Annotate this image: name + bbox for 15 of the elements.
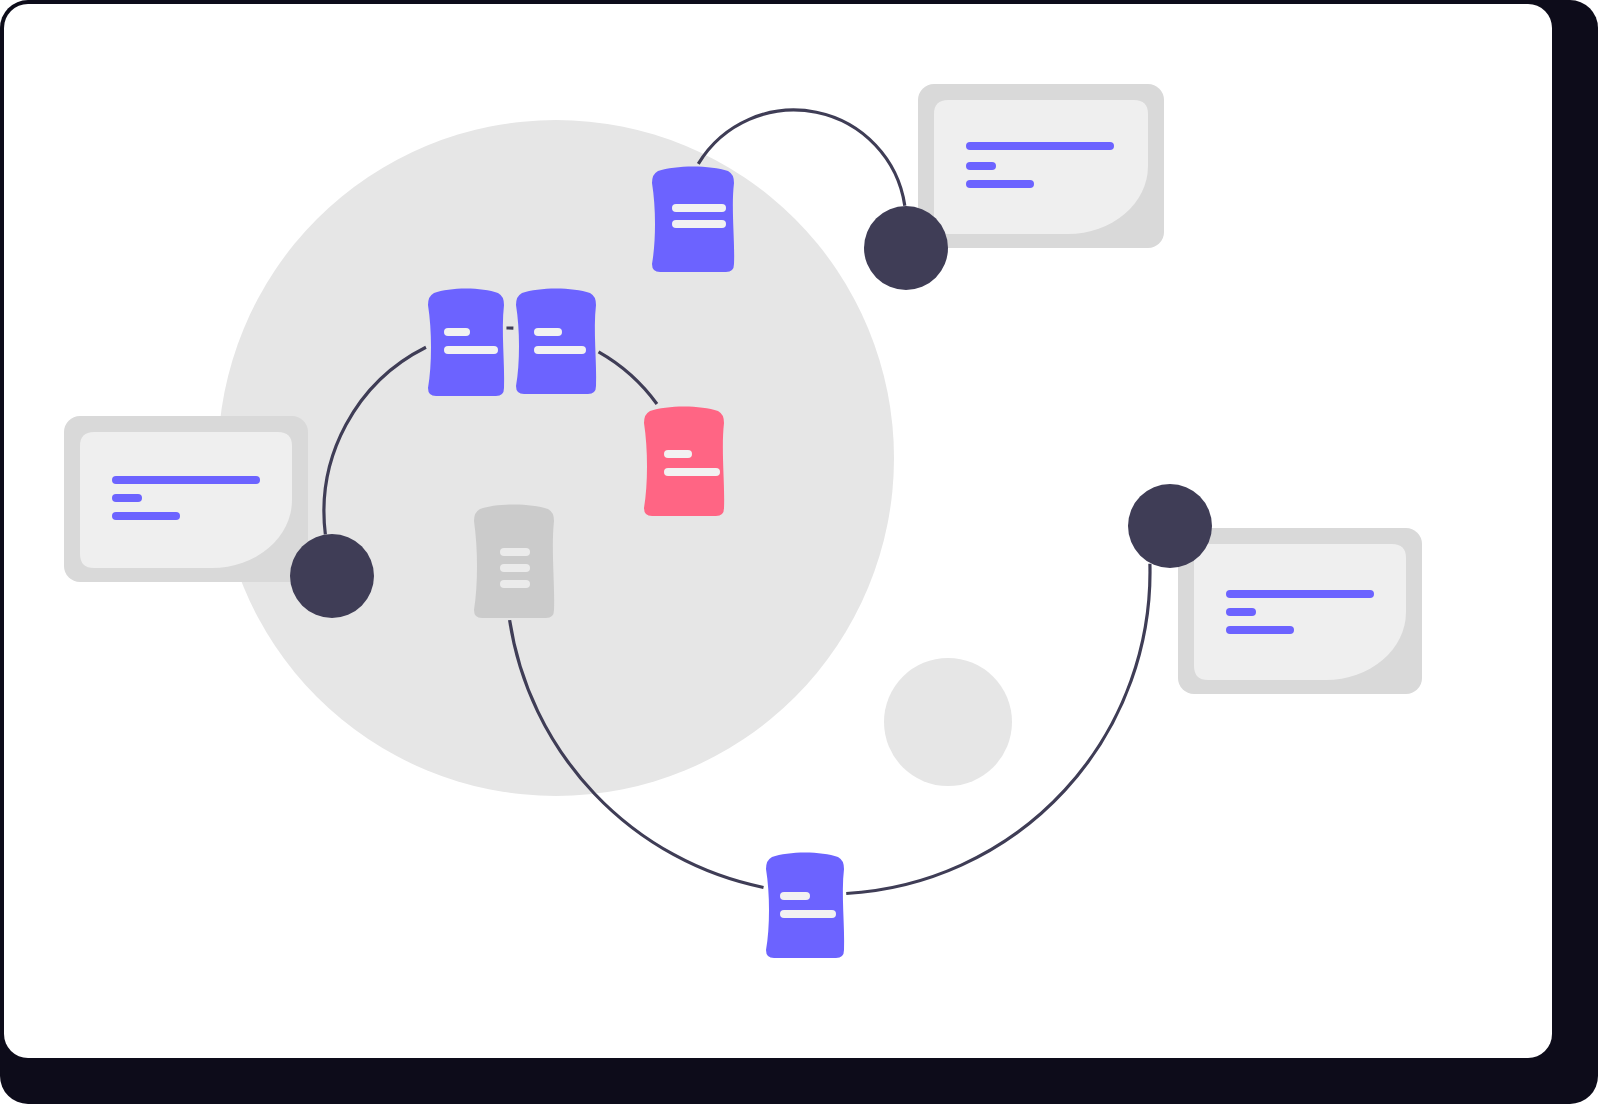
- connector-line: [322, 345, 427, 535]
- connector-line: [506, 326, 514, 330]
- connector-line: [697, 108, 907, 207]
- document-icon: [514, 286, 598, 396]
- document-icon: [764, 850, 846, 960]
- document-icon: [426, 286, 506, 398]
- connector-line: [508, 619, 764, 890]
- connector-line: [846, 563, 1152, 896]
- message-card: [918, 84, 1164, 248]
- document-icon: [642, 404, 726, 518]
- message-card: [64, 416, 308, 582]
- connector-line: [597, 350, 659, 405]
- message-card: [1178, 528, 1422, 694]
- document-icon: [472, 502, 556, 620]
- document-icon: [650, 164, 736, 274]
